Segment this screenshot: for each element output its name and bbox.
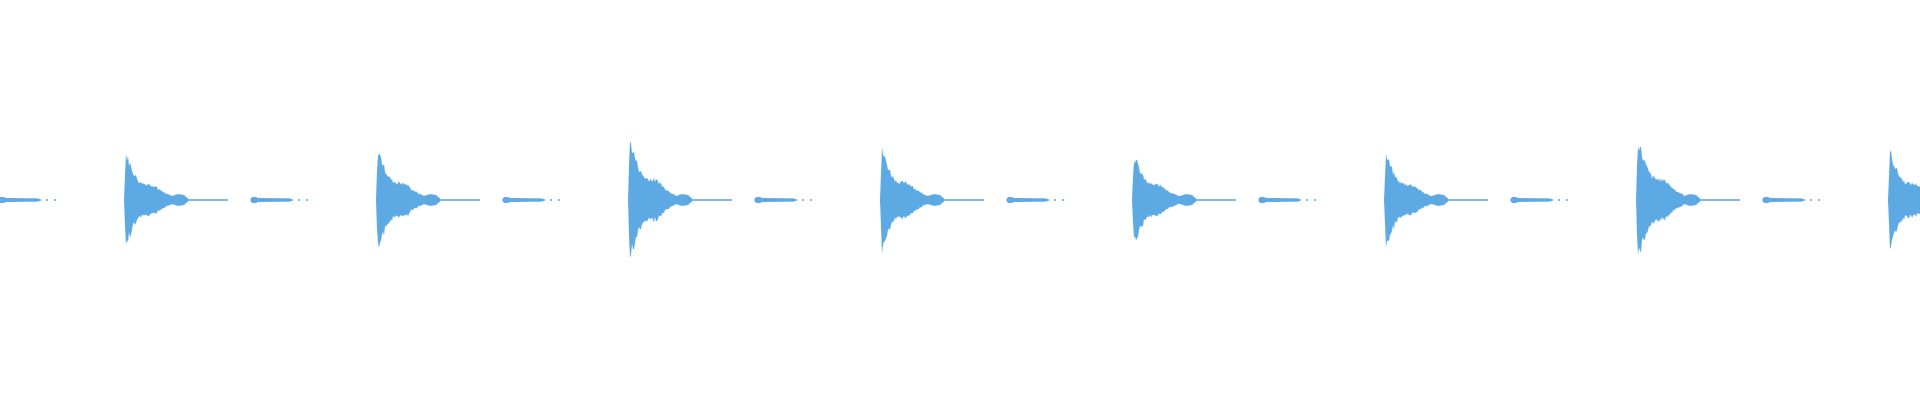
waveform-residue: [550, 199, 552, 201]
waveform-tail: [692, 199, 732, 201]
waveform-tail: [1448, 199, 1488, 201]
waveform-beat: [880, 146, 1064, 254]
waveform-beat: [376, 153, 560, 248]
waveform-residue: [1566, 199, 1568, 201]
waveform-beat: [124, 153, 308, 246]
waveform-beat: [1888, 151, 1920, 250]
waveform-residue: [1054, 199, 1056, 201]
waveform-residue: [306, 199, 308, 201]
waveform-beat: [1384, 153, 1568, 248]
waveform-echo: [1762, 197, 1806, 203]
waveform-tail: [188, 199, 228, 201]
waveform-echo: [0, 197, 42, 203]
waveform-residue: [1818, 199, 1820, 201]
waveform-echo: [1510, 197, 1554, 203]
waveform-tail: [1700, 199, 1740, 201]
waveform-burst: [1888, 151, 1920, 250]
waveform-residue: [810, 199, 812, 201]
waveform-residue: [1306, 199, 1308, 201]
waveform-tail: [1196, 199, 1236, 201]
waveform-residue: [1558, 199, 1560, 201]
waveform-echo: [754, 197, 798, 203]
waveform-beat: [1636, 145, 1820, 255]
waveform-residue: [802, 199, 804, 201]
waveform-burst: [1384, 153, 1448, 248]
waveform-residue: [46, 199, 48, 201]
waveform-beat: [0, 197, 56, 203]
waveform-burst: [124, 153, 188, 246]
waveform-residue: [1062, 199, 1064, 201]
waveform-residue: [558, 199, 560, 201]
waveform-residue: [1314, 199, 1316, 201]
waveform-echo: [502, 197, 546, 203]
waveform-burst: [376, 153, 440, 248]
waveform-residue: [1810, 199, 1812, 201]
waveform-burst: [1132, 159, 1196, 241]
waveform-residue: [298, 199, 300, 201]
waveform-burst: [628, 141, 692, 258]
waveform-residue: [54, 199, 56, 201]
waveform-echo: [1006, 197, 1050, 203]
waveform-tail: [944, 199, 984, 201]
waveform-echo: [250, 197, 294, 203]
waveform-beat: [628, 141, 812, 258]
waveform-burst: [1636, 145, 1700, 255]
waveform-echo: [1258, 197, 1302, 203]
waveform-burst: [880, 146, 944, 254]
waveform-beat: [1132, 159, 1316, 241]
waveform-tail: [440, 199, 480, 201]
